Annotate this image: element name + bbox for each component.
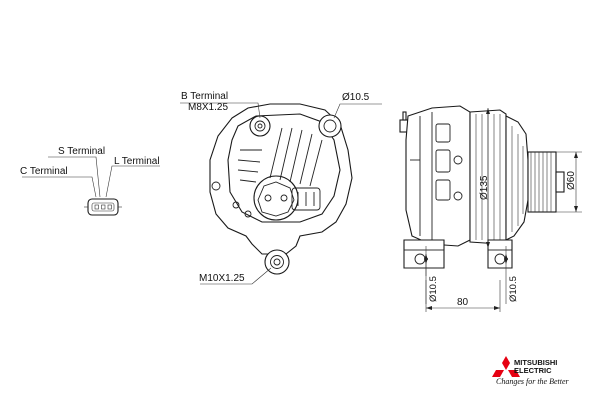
dim-left-hole-label: Ø10.5 <box>428 276 439 302</box>
side-mount-foot-left <box>403 239 445 269</box>
b-terminal-thread: M8X1.25 <box>188 102 228 113</box>
dim-80-label: 80 <box>457 297 469 308</box>
logo-line1: MITSUBISHI <box>514 358 557 367</box>
dim-60-label: Ø60 <box>566 171 577 190</box>
front-side-boss <box>211 181 221 191</box>
bottom-thread-label: M10X1.25 <box>199 273 245 284</box>
logo-line2: ELECTRIC <box>514 366 552 375</box>
front-boss-bolt-1 <box>264 194 272 202</box>
b-terminal-leader <box>180 102 261 119</box>
c-terminal-label: C Terminal <box>20 166 68 177</box>
l-terminal-label: L Terminal <box>114 156 160 167</box>
b-terminal-post <box>249 115 271 137</box>
mount-hole-leader <box>333 103 382 119</box>
front-side-screw-2 <box>244 210 252 218</box>
front-mount-hole-top <box>318 114 342 138</box>
c-terminal-leader <box>22 176 97 198</box>
connector-icon <box>84 198 122 216</box>
front-boss-bolt-2 <box>280 194 288 202</box>
dim-pulley-60 <box>556 151 582 213</box>
front-rear-cover <box>227 113 341 223</box>
mitsubishi-logo: MITSUBISHI ELECTRIC Changes for the Bett… <box>492 356 570 386</box>
front-center-boss <box>253 175 299 221</box>
side-view: Ø135 Ø60 Ø10.5 Ø10.5 <box>399 105 582 312</box>
dim-right-hole-label: Ø10.5 <box>508 276 519 302</box>
front-view: B Terminal M8X1.25 Ø10.5 M10X1.25 <box>180 91 382 285</box>
dim-right-hole <box>504 246 508 304</box>
three-diamonds-icon <box>492 356 520 377</box>
s-terminal-label: S Terminal <box>58 146 105 157</box>
s-terminal-leader <box>48 156 101 198</box>
front-boss-plate <box>257 181 295 217</box>
logo-tagline: Changes for the Better <box>496 377 570 386</box>
side-mount-foot-right <box>487 239 513 269</box>
front-side-screw <box>232 201 240 209</box>
connector-diagram: S Terminal C Terminal L Terminal <box>20 146 160 216</box>
side-rear-details <box>410 112 463 240</box>
side-front-fins <box>511 126 524 232</box>
dim-length-80 <box>425 280 501 312</box>
l-terminal-leader <box>105 165 160 198</box>
dim-diameter-135 <box>486 108 490 248</box>
b-terminal-label: B Terminal <box>181 91 228 102</box>
side-front-housing <box>505 115 529 241</box>
mount-hole-label: Ø10.5 <box>342 92 370 103</box>
bottom-thread-leader <box>200 267 272 285</box>
side-rear-housing <box>405 105 471 247</box>
dim-135-label: Ø135 <box>479 175 490 200</box>
side-pulley <box>527 151 565 213</box>
